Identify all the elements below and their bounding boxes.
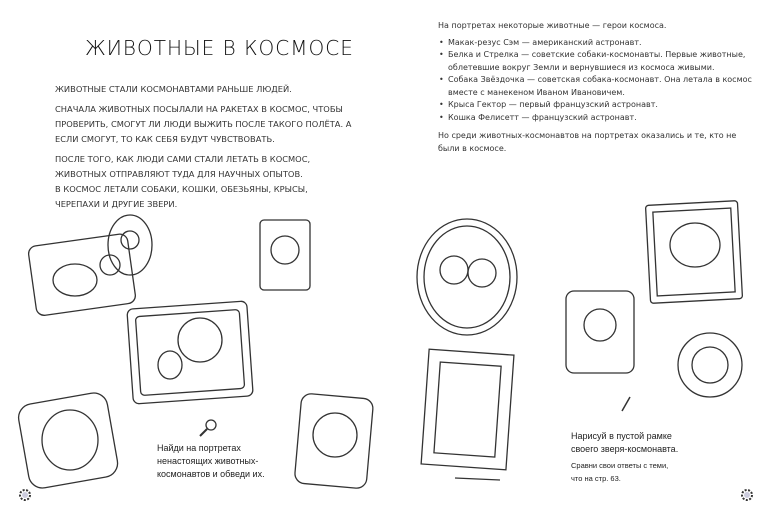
caption-line: Нарисуй в пустой рамке [571, 431, 672, 441]
empty-portrait-frame[interactable] [415, 340, 525, 490]
elephant-portrait-frame [645, 200, 743, 304]
magnifier-icon [199, 419, 217, 437]
caption-line: ненастоящих животных- [157, 456, 259, 466]
monkey-portrait-frame [565, 290, 635, 374]
answers-note: что на стр. 63. [571, 474, 621, 483]
find-caption: Найди на портретах ненастоящих животных-… [157, 442, 265, 481]
paragraph-1: Сначала животных посылали на ракетах в к… [55, 104, 352, 144]
rat-portrait-frame [677, 332, 743, 398]
gear-icon [19, 489, 31, 501]
pig-portrait-frame [294, 393, 374, 489]
gear-icon [741, 489, 753, 501]
caption-line: Найди на портретах [157, 443, 241, 453]
heroes-list: Макак-резус Сэм — американский астронавт… [438, 37, 758, 125]
duck-portrait-frame [107, 214, 153, 276]
right-intro: На портретах некоторые животные — герои … [438, 21, 667, 30]
badger-portrait-frame [259, 219, 311, 291]
dogs-portrait-frame [416, 218, 518, 336]
list-item: Кошка Фелисетт — французский астронавт. [439, 112, 758, 125]
pencil-icon [621, 396, 631, 412]
dog-astronaut-frame [126, 300, 254, 405]
list-item: Крыса Гектор — первый французский астрон… [439, 99, 758, 112]
list-item: Макак-резус Сэм — американский астронавт… [439, 37, 758, 50]
paragraph-3: В космос летали собаки, кошки, обезьяны,… [55, 184, 308, 209]
sheep-portrait-frame [27, 233, 136, 316]
list-item: Белка и Стрелка — советские собаки-космо… [439, 49, 758, 74]
left-text: Животные стали космонавтами раньше людей… [55, 82, 355, 217]
right-text: На портретах некоторые животные — герои … [438, 20, 758, 155]
cat-portrait-frame [17, 392, 119, 489]
right-outro: Но среди животных-космонавтов на портрет… [438, 131, 737, 153]
draw-caption: Нарисуй в пустой рамке своего зверя-косм… [571, 430, 678, 485]
list-item: Собака Звёздочка — советская собака-косм… [439, 74, 758, 99]
paragraph-2: После того, как люди сами стали летать в… [55, 154, 311, 179]
answers-note: Сравни свои ответы с теми, [571, 461, 669, 470]
page-title: Животные в космосе [85, 36, 354, 60]
caption-line: космонавтов и обведи их. [157, 469, 265, 479]
intro-paragraph: Животные стали космонавтами раньше людей… [55, 84, 292, 94]
caption-line: своего зверя-космонавта. [571, 444, 679, 454]
